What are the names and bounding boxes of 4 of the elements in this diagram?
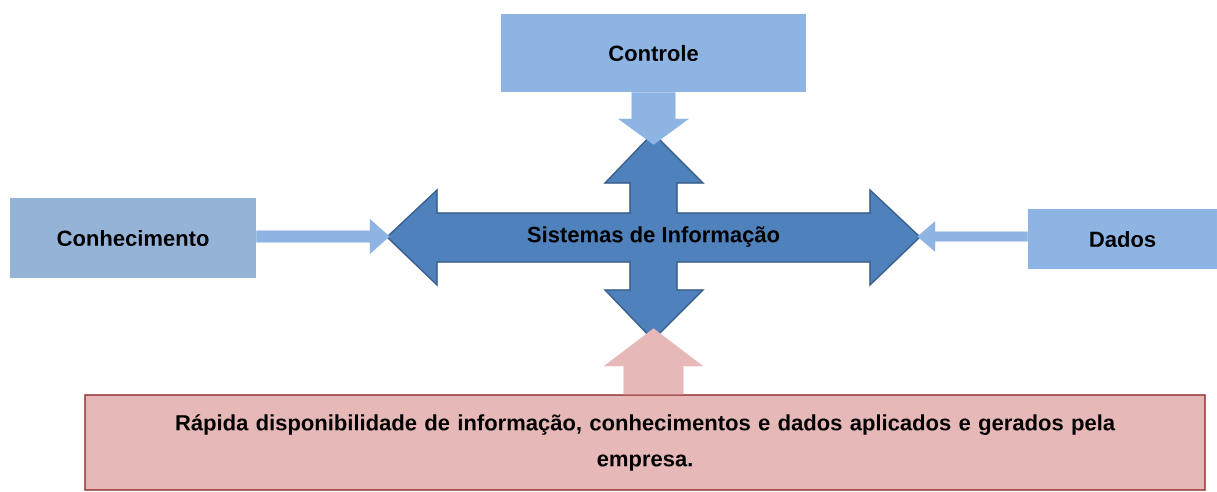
label-box: Controle — [501, 14, 806, 92]
statement-box: Rápida disponibilidade de informação, conhecimentos e dados aplicados e gerados pela empresa. — [84, 394, 1206, 491]
label-box: Dados — [1028, 209, 1217, 269]
label-box: Conhecimento — [10, 198, 256, 278]
